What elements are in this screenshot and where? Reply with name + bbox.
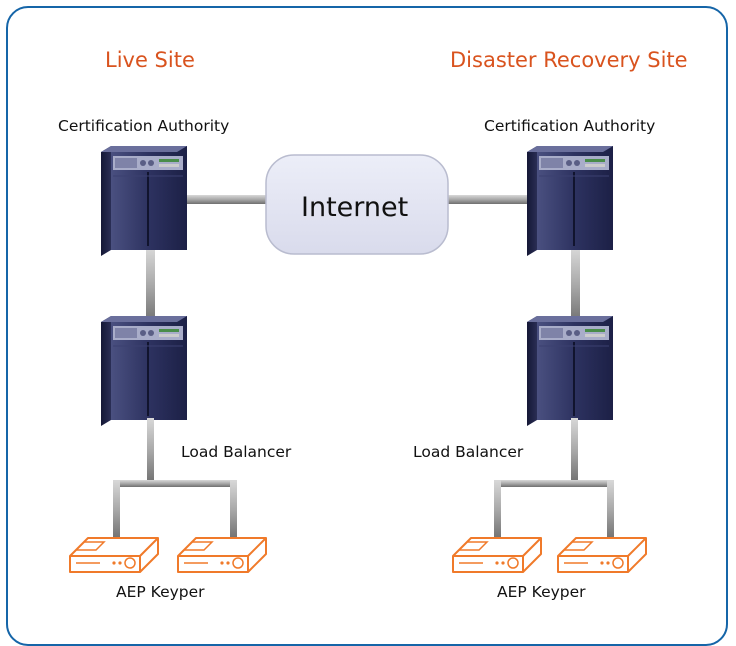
dr-lb-server-icon bbox=[526, 315, 614, 427]
dr-site-title: Disaster Recovery Site bbox=[450, 48, 688, 72]
live-lb-label: Load Balancer bbox=[181, 443, 292, 461]
internet-cloud-icon bbox=[265, 154, 449, 255]
live-keyper-2-icon bbox=[177, 537, 267, 573]
dr-keyper-label: AEP Keyper bbox=[497, 583, 586, 601]
network-diagram: Live Site Disaster Recovery Site Certifi… bbox=[58, 48, 688, 601]
live-keyper-label: AEP Keyper bbox=[116, 583, 205, 601]
cable-live-ca-lb bbox=[146, 248, 155, 324]
cable-live-ca-internet bbox=[180, 195, 272, 204]
cable-live-lb-keypers bbox=[113, 418, 237, 540]
dr-keyper-2-icon bbox=[557, 537, 647, 573]
live-keyper-1-icon bbox=[69, 537, 159, 573]
dr-ca-label: Certification Authority bbox=[484, 117, 655, 135]
live-site-title: Live Site bbox=[105, 48, 195, 72]
dr-keyper-1-icon bbox=[452, 537, 542, 573]
live-ca-server-icon bbox=[100, 145, 188, 257]
live-ca-label: Certification Authority bbox=[58, 117, 229, 135]
live-lb-server-icon bbox=[100, 315, 188, 427]
dr-ca-server-icon bbox=[526, 145, 614, 257]
cable-dr-ca-lb bbox=[571, 248, 580, 324]
cable-dr-lb-keypers bbox=[494, 418, 614, 540]
internet-label: Internet bbox=[301, 192, 408, 223]
cable-internet-dr-ca bbox=[444, 195, 548, 204]
dr-lb-label: Load Balancer bbox=[413, 443, 524, 461]
